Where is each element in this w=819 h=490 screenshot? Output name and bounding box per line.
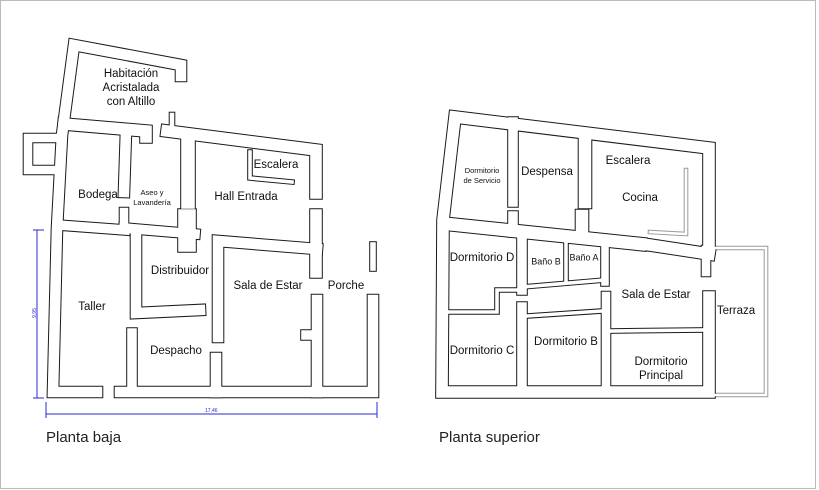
width-dimension-label: 17,46 <box>205 408 218 414</box>
wall-fill <box>525 309 604 318</box>
wall-fill <box>212 235 323 343</box>
room-label-terraza: Terraza <box>716 305 756 317</box>
terrace-railing <box>712 245 769 398</box>
wall-fill <box>444 288 524 314</box>
room-label-sala: Sala de Estar <box>233 280 303 292</box>
wall-fill <box>57 117 152 143</box>
room-label-despacho: Despacho <box>150 345 202 357</box>
height-dimension-label: 9,95 <box>31 308 38 318</box>
room-label-bano-b: Baño B <box>531 256 561 267</box>
wall-fill <box>118 125 132 198</box>
room-label-dormitorio-b: Dormitorio B <box>534 336 598 348</box>
room-label-taller: Taller <box>78 301 106 313</box>
wall-fill <box>248 150 294 184</box>
room-label-escalera: Escalera <box>253 159 299 171</box>
room-label-cocina: Cocina <box>622 192 658 204</box>
wall-fill <box>114 294 379 398</box>
room-label-porche: Porche <box>327 280 365 292</box>
room-label-servicio: Dormitorio de Servicio <box>463 166 501 185</box>
wall <box>443 287 525 315</box>
wall-fill <box>648 168 688 236</box>
ground-floor-title: Planta baja <box>46 429 122 446</box>
room-label-despensa: Despensa <box>521 166 573 178</box>
room-label-hall: Hall Entrada <box>214 191 278 203</box>
room-label-dormitorio-c: Dormitorio C <box>449 345 515 357</box>
room-label-distribuidor: Distribuidor <box>150 265 210 277</box>
dimension-lines <box>33 229 378 418</box>
wall-fill <box>52 219 131 236</box>
walls-fill <box>23 38 768 398</box>
wall-fill <box>130 226 206 319</box>
room-label-bodega: Bodega <box>78 189 118 201</box>
room-label-principal: Dormitorio Principal <box>634 356 688 382</box>
room-label-sala-upper: Sala de Estar <box>621 289 691 301</box>
room-label-dormitorio-d: Dormitorio D <box>449 252 515 264</box>
wall-fill <box>713 246 768 397</box>
room-label-aseo: Aseo y Lavandería <box>133 188 171 207</box>
wall-fill <box>608 328 707 333</box>
wall-fill <box>643 238 716 261</box>
wall-fill <box>160 124 322 199</box>
room-label-bano-a: Baño A <box>569 252 599 263</box>
room-label-escalera-upper: Escalera <box>605 155 651 167</box>
wall-fill <box>520 278 607 289</box>
upper-floor-title: Planta superior <box>439 429 540 446</box>
room-label-habitacion: Habitación Acristalada con Altillo <box>102 68 160 108</box>
wall-fill <box>23 133 65 175</box>
